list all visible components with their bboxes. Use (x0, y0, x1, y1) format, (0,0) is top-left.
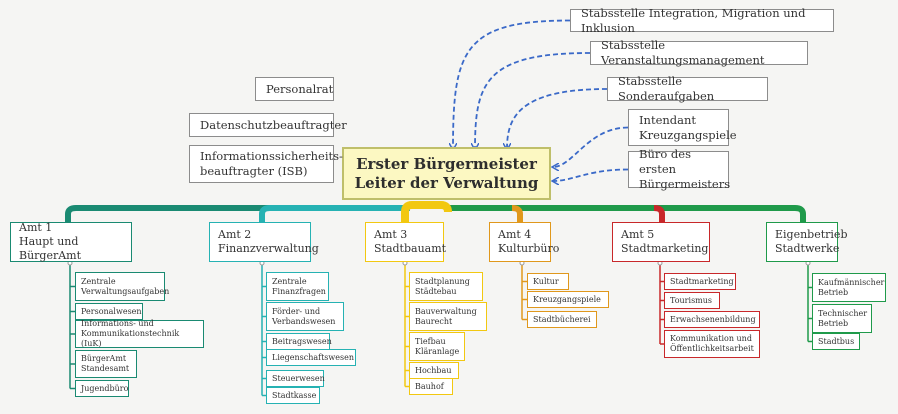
unit-box: Stadtmarketing (664, 273, 736, 290)
unit-label: Förder- und Verbandswesen (272, 306, 336, 326)
staff-connector-arrow (553, 168, 629, 182)
unit-box: Bauhof (409, 378, 453, 395)
unit-label: Kommunikation und Öffentlichkeitsarbeit (670, 334, 754, 353)
unit-box: Zentrale Verwaltungsaufgaben (75, 272, 169, 301)
unit-box: Technischer Betrieb (812, 304, 872, 333)
department-box: Amt 3 Stadtbauamt (365, 222, 447, 262)
staff-box-left: Personalrat (255, 77, 334, 101)
staff-label: Intendant Kreuzgangspiele (639, 112, 737, 142)
unit-box: Stadtplanung Städtebau (409, 272, 483, 301)
unit-box: Kreuzgangspiele (527, 291, 609, 308)
unit-label: Technischer Betrieb (818, 308, 868, 328)
staff-box-right: Intendant Kreuzgangspiele (628, 109, 737, 146)
department-title: Amt 3 Stadtbauamt (374, 228, 447, 255)
unit-box: Beitragswesen (266, 333, 332, 350)
unit-label: Kreuzgangspiele (533, 294, 601, 304)
staff-box-right: Stabsstelle Sonderaufgaben (607, 74, 768, 103)
unit-box: Förder- und Verbandswesen (266, 302, 344, 331)
unit-label: Zentrale Finanzfragen (272, 276, 326, 296)
staff-box-right: Stabsstelle Integration, Migration und I… (570, 6, 834, 35)
unit-label: Bauhof (415, 381, 444, 391)
unit-label: Stadtbücherei (533, 314, 591, 324)
unit-box: Stadtkasse (266, 387, 320, 404)
unit-box: Informations- und Kommunikationstechnik … (75, 319, 204, 348)
unit-box: Zentrale Finanzfragen (266, 272, 329, 301)
staff-connector-arrow (453, 19, 571, 150)
unit-box: Stadtbus (812, 333, 860, 350)
unit-box: Stadtbücherei (527, 311, 597, 328)
main-trunk (65, 201, 806, 222)
unit-label: Stadtmarketing (670, 276, 734, 286)
unit-brackets (67, 260, 812, 397)
unit-box: Jugendbüro (75, 380, 129, 397)
unit-label: Kultur (533, 276, 559, 286)
unit-box: Kaufmännischer Betrieb (812, 273, 886, 302)
unit-box: Personalwesen (75, 303, 143, 320)
unit-box: Steuerwesen (266, 370, 325, 387)
unit-label: BürgerAmt Standesamt (81, 354, 130, 373)
department-title: Eigenbetrieb Stadtwerke (775, 228, 848, 255)
unit-label: Tourismus (670, 295, 713, 305)
unit-label: Kaufmännischer Betrieb (818, 277, 885, 297)
department-box: Amt 5 Stadtmarketing (612, 222, 710, 262)
unit-label: Stadtbus (818, 336, 855, 346)
unit-label: Personalwesen (81, 306, 142, 316)
unit-label: Stadtplanung Städtebau (415, 276, 470, 296)
unit-box: Liegenschaftswesen (266, 349, 356, 366)
unit-label: Beitragswesen (272, 336, 332, 346)
staff-label: Stabsstelle Veranstaltungsmanagement (601, 38, 765, 67)
unit-label: Hochbau (415, 365, 452, 375)
staff-box-right: Büro des ersten Bürgermeisters (628, 147, 730, 191)
unit-box: Tourismus (664, 292, 720, 309)
department-title: Amt 1 Haupt und BürgerAmt (19, 221, 82, 262)
head-box: Erster Bürgermeister Leiter der Verwaltu… (342, 147, 551, 200)
staff-connector-arrow (553, 126, 629, 168)
department-title: Amt 2 Finanzverwaltung (218, 228, 319, 255)
unit-box: Erwachsenenbildung (664, 311, 760, 328)
staff-box-left: Informationssicherheits- beauftragter (I… (189, 145, 343, 183)
unit-label: Bauverwaltung Baurecht (415, 306, 477, 326)
staff-label: Büro des ersten Bürgermeisters (639, 147, 731, 191)
staff-label: Datenschutzbeauftragter (200, 117, 347, 132)
unit-box: Tiefbau Kläranlage (409, 332, 465, 361)
unit-label: Jugendbüro (81, 383, 129, 393)
department-box: Amt 2 Finanzverwaltung (209, 222, 319, 262)
unit-box: Kommunikation und Öffentlichkeitsarbeit (664, 330, 760, 358)
staff-connector-arrow (475, 52, 591, 149)
unit-box: Bauverwaltung Baurecht (409, 302, 487, 331)
staff-label: Stabsstelle Sonderaufgaben (618, 74, 715, 103)
unit-label: Liegenschaftswesen (272, 352, 354, 362)
department-box: Amt 4 Kulturbüro (489, 222, 559, 262)
unit-label: Tiefbau Kläranlage (415, 336, 460, 356)
department-title: Amt 4 Kulturbüro (498, 228, 560, 255)
unit-box: BürgerAmt Standesamt (75, 350, 137, 378)
unit-label: Zentrale Verwaltungsaufgaben (81, 276, 170, 296)
staff-box-right: Stabsstelle Veranstaltungsmanagement (590, 38, 808, 67)
unit-label: Stadtkasse (272, 390, 317, 400)
staff-label: Personalrat (266, 81, 334, 96)
unit-label: Informations- und Kommunikationstechnik … (81, 319, 180, 348)
department-title: Amt 5 Stadtmarketing (621, 228, 709, 255)
staff-box-left: Datenschutzbeauftragter (189, 113, 347, 137)
department-box: Eigenbetrieb Stadtwerke (766, 222, 847, 262)
department-box: Amt 1 Haupt und BürgerAmt (10, 221, 132, 262)
unit-box: Kultur (527, 273, 569, 290)
staff-label: Informationssicherheits- beauftragter (I… (200, 149, 343, 178)
unit-box: Hochbau (409, 362, 459, 379)
unit-label: Steuerwesen (272, 373, 325, 383)
head-label: Erster Bürgermeister Leiter der Verwaltu… (354, 154, 539, 192)
staff-connectors (453, 19, 629, 182)
staff-connector-arrow (507, 88, 608, 149)
staff-label: Stabsstelle Integration, Migration und I… (581, 5, 806, 35)
unit-label: Erwachsenenbildung (670, 314, 756, 324)
